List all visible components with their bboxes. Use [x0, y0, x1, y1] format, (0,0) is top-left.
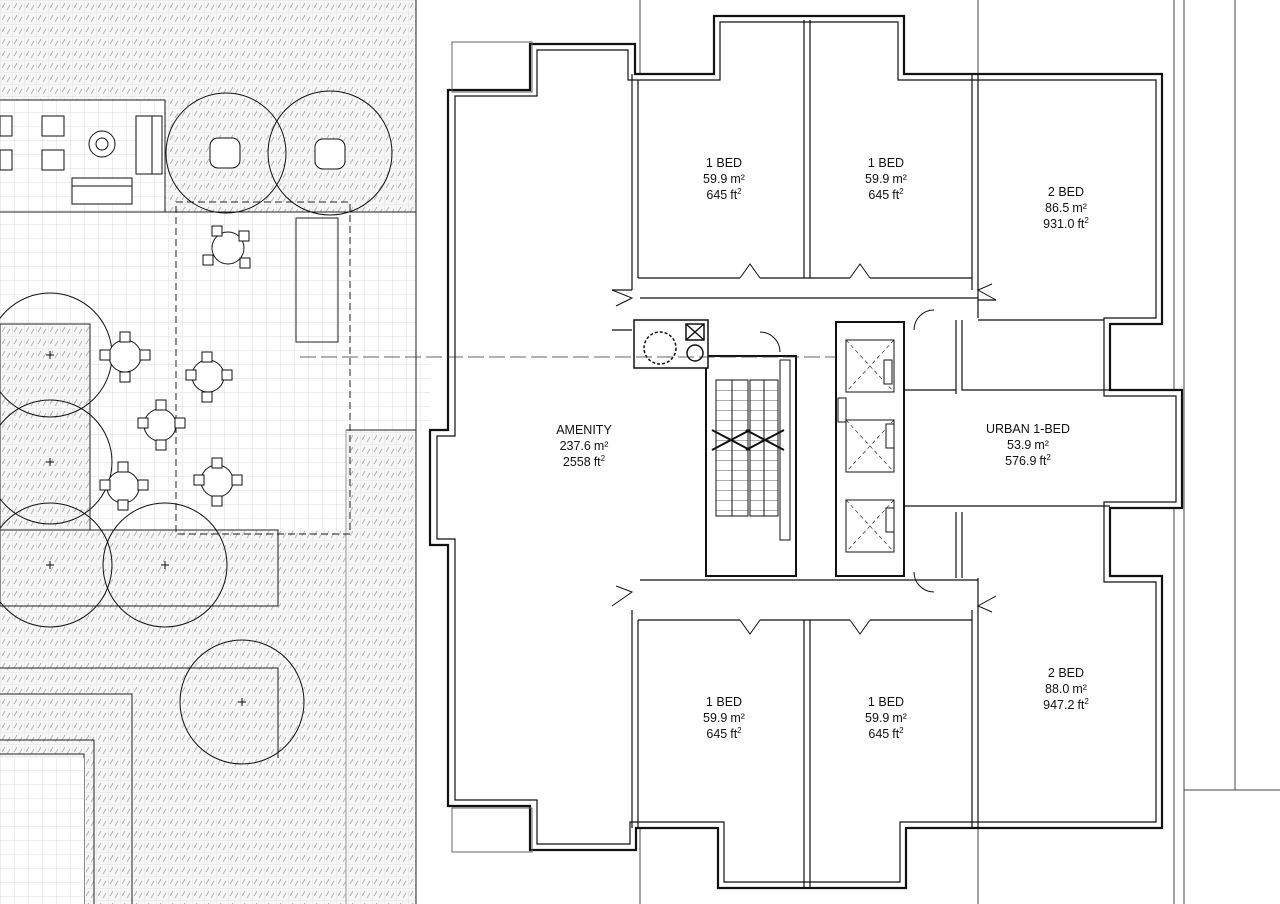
room-name: 1 BED — [705, 156, 743, 170]
room-name: 2 BED — [1047, 666, 1085, 680]
building-outline — [428, 14, 1184, 890]
balconies — [451, 41, 533, 853]
building-inner-wall — [436, 21, 1177, 883]
room-name: 2 BED — [1047, 185, 1085, 199]
door-swings — [611, 263, 997, 635]
stair-core — [705, 355, 797, 577]
elevator-core — [835, 321, 905, 577]
room-name: 1 BED — [705, 695, 743, 709]
landscape-terrace — [0, 0, 430, 904]
bistro-chairs — [99, 225, 251, 511]
lounge-furniture — [0, 115, 163, 205]
planter-pot — [314, 138, 346, 170]
planter-pot — [209, 137, 241, 169]
room-name: 1 BED — [867, 156, 905, 170]
service-room — [633, 319, 709, 369]
room-name: AMENITY — [556, 423, 612, 437]
tree-canopies — [0, 90, 393, 765]
room-name: URBAN 1-BED — [985, 422, 1071, 436]
room-name: 1 BED — [867, 695, 905, 709]
unit-partitions — [612, 20, 1110, 888]
